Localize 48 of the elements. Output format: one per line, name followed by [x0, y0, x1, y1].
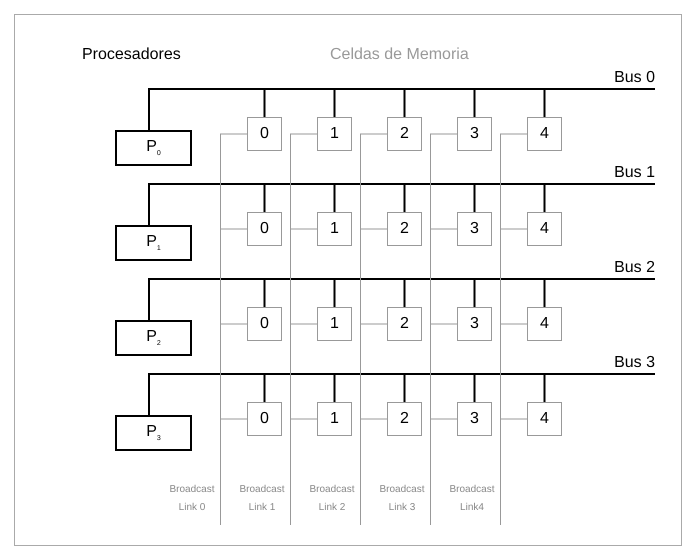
bus-line	[595, 260, 655, 280]
memory-cell-box: 1	[317, 402, 352, 436]
memory-cell-box: 2	[387, 307, 422, 341]
memory-cell-box: 1	[317, 117, 352, 151]
connector-line	[290, 418, 318, 446]
connector-line	[430, 418, 458, 446]
memory-cell-box: 3	[457, 117, 492, 151]
connector-line	[544, 88, 595, 117]
memory-cell-box: 0	[247, 212, 282, 246]
connector-line	[544, 183, 595, 212]
memory-cell-box: 1	[317, 307, 352, 341]
memory-cell-box: 4	[527, 307, 562, 341]
memory-cell-box: 2	[387, 117, 422, 151]
link-label: Broadcast Link 0	[168, 483, 216, 515]
bus-label: Bus 0	[614, 69, 655, 87]
memory-cell-box: 2	[387, 402, 422, 436]
bus-label: Bus 3	[614, 354, 655, 372]
memory-cell-box: 4	[527, 402, 562, 436]
connector-line	[544, 278, 595, 307]
link-label: Broadcast Link 1	[238, 483, 286, 515]
processor-box: P$_{1}$	[115, 225, 192, 261]
connector-line	[220, 418, 248, 446]
memory-cell-box: 2	[387, 212, 422, 246]
processor-box: P$_{3}$	[115, 415, 192, 451]
memory-cell-box: 3	[457, 212, 492, 246]
bus-line	[595, 165, 655, 185]
memory-cell-box: 4	[527, 212, 562, 246]
processor-box: P$_{2}$	[115, 320, 192, 356]
connector-line	[544, 373, 595, 402]
bus-label: Bus 1	[614, 164, 655, 182]
bus-label: Bus 2	[614, 259, 655, 277]
bus-line	[595, 70, 655, 90]
bus-line	[595, 355, 655, 375]
memory-cell-box: 0	[247, 117, 282, 151]
memory-cell-box: 3	[457, 402, 492, 436]
column-heading: Procesadores	[82, 46, 181, 64]
column-heading: Celdas de Memoria	[330, 46, 469, 64]
link-label: Broadcast Link4	[448, 483, 496, 515]
connector-line	[500, 418, 528, 446]
memory-cell-box: 1	[317, 212, 352, 246]
link-label: Broadcast Link 3	[378, 483, 426, 515]
link-label: Broadcast Link 2	[308, 483, 356, 515]
memory-cell-box: 0	[247, 307, 282, 341]
processor-box: P$_{0}$	[115, 130, 192, 166]
memory-cell-box: 3	[457, 307, 492, 341]
memory-cell-box: 0	[247, 402, 282, 436]
memory-cell-box: 4	[527, 117, 562, 151]
connector-line	[360, 418, 388, 446]
